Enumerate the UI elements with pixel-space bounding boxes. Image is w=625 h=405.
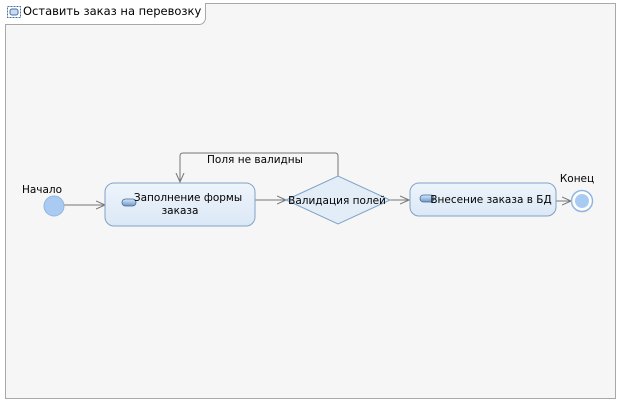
final-node[interactable] bbox=[570, 189, 594, 213]
start-label: Начало bbox=[22, 184, 62, 196]
action-icon bbox=[419, 194, 435, 203]
action-save-order[interactable]: Внесение заказа в БД bbox=[409, 182, 557, 217]
action-fill-form[interactable]: Заполнение формы заказа bbox=[104, 182, 256, 227]
activity-icon bbox=[7, 6, 21, 18]
action-icon bbox=[121, 198, 137, 207]
diagram-title: Оставить заказ на перевозку bbox=[23, 4, 202, 18]
fill-form-label-line1: Заполнение формы bbox=[134, 192, 242, 204]
fill-form-label-line2: заказа bbox=[162, 205, 199, 217]
decision-label: Валидация полей bbox=[288, 195, 386, 207]
diagram-title-tab bbox=[5, 3, 206, 25]
decision-validation[interactable]: Валидация полей bbox=[284, 175, 392, 225]
loop-guard-label: Поля не валидны bbox=[207, 154, 303, 166]
initial-node[interactable] bbox=[43, 195, 65, 217]
end-label: Конец bbox=[560, 173, 594, 185]
edge-validation-loop-back[interactable] bbox=[180, 152, 339, 182]
save-order-label: Внесение заказа в БД bbox=[430, 194, 551, 206]
